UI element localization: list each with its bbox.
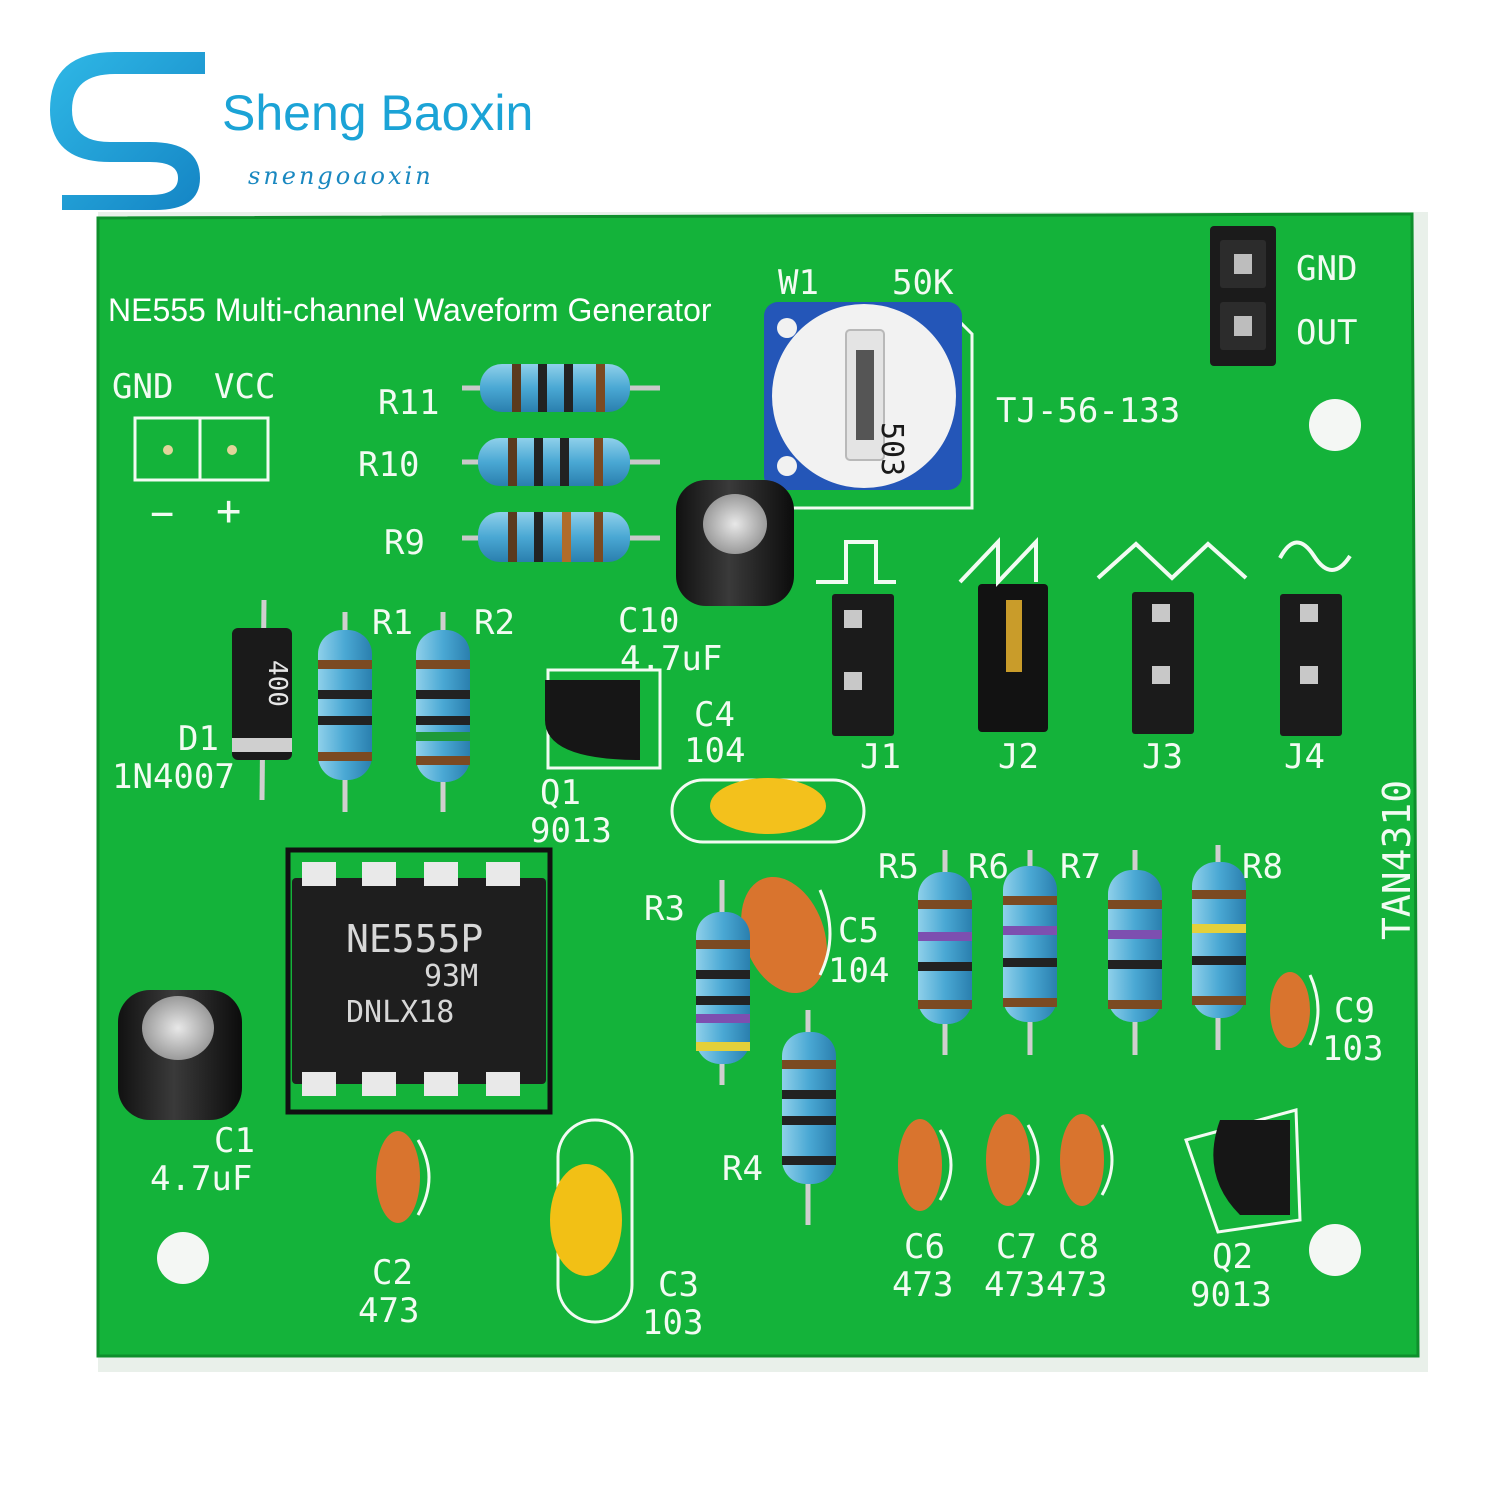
pot-label: W1 (778, 263, 819, 303)
c7-label: C7 (996, 1227, 1037, 1267)
transistor-q2 (1184, 1108, 1302, 1234)
q1-value: 9013 (530, 811, 612, 851)
j1-label: J1 (860, 737, 901, 777)
output-header (1210, 226, 1276, 366)
diode-d1 (232, 599, 292, 801)
ic-lot: DNLX18 (346, 995, 455, 1030)
c9-value: 103 (1322, 1029, 1384, 1069)
resistor-r6 (1003, 850, 1057, 1055)
pot-value: 50K (892, 263, 954, 303)
r4-label: R4 (722, 1149, 763, 1189)
brand-subtitle: snengoaoxin (248, 162, 434, 190)
brand-name: Sheng Baoxin (222, 85, 534, 141)
r1-label: R1 (372, 603, 413, 643)
capacitor-c10 (676, 480, 794, 606)
board-model: TAN4310 (1375, 779, 1419, 940)
square-wave-icon (816, 540, 896, 584)
power-gnd-label: GND (112, 367, 174, 407)
r3-label: R3 (644, 889, 685, 929)
r9-label: R9 (384, 523, 425, 563)
resistor-r11 (462, 364, 660, 412)
q2-value: 9013 (1190, 1275, 1272, 1315)
c6-label: C6 (904, 1227, 945, 1267)
sawtooth-wave-icon (958, 536, 1038, 588)
ceramic-capacitors (376, 876, 1310, 1223)
ic-code: 93M (424, 959, 479, 994)
r11-label: R11 (378, 383, 440, 423)
sine-wave-icon (1278, 540, 1352, 572)
board-title: NE555 Multi-channel Waveform Generator (108, 292, 712, 328)
j4-label: J4 (1284, 737, 1325, 777)
d1-part: 1N4007 (112, 757, 235, 797)
r5-label: R5 (878, 847, 919, 887)
output-out-label: OUT (1296, 313, 1358, 353)
j3-label: J3 (1142, 737, 1183, 777)
brand-logo-icon (50, 52, 205, 210)
c10-label: C10 (618, 601, 680, 641)
c5-value: 104 (828, 951, 890, 991)
c3-label: C3 (658, 1265, 699, 1305)
c2-label: C2 (372, 1253, 413, 1293)
c6-value: 473 (892, 1265, 954, 1305)
capacitor-c3 (550, 1118, 634, 1324)
resistor-r9 (462, 512, 660, 562)
d1-label: D1 (178, 719, 219, 759)
pot-marking: 503 (874, 422, 909, 477)
ne555-chip (285, 847, 553, 1115)
waveform-icons (816, 536, 1352, 588)
power-vcc-label: VCC (214, 367, 276, 407)
c3-value: 103 (642, 1303, 704, 1343)
r7-label: R7 (1060, 847, 1101, 887)
d1-marking: 400 (262, 660, 292, 707)
c5-label: C5 (838, 911, 879, 951)
r2-label: R2 (474, 603, 515, 643)
r10-label: R10 (358, 445, 420, 485)
resistor-r1 (318, 612, 372, 812)
ceramic-outline (416, 889, 1320, 1216)
c1-value: 4.7uF (150, 1159, 253, 1199)
c4-value: 104 (684, 731, 746, 771)
c10-value: 4.7uF (620, 639, 723, 679)
potentiometer (764, 302, 974, 510)
resistor-r10 (462, 438, 660, 486)
resistor-r7 (1108, 850, 1162, 1055)
c9-label: C9 (1334, 991, 1375, 1031)
c8-label: C8 (1058, 1227, 1099, 1267)
resistor-r2 (416, 612, 470, 812)
power-minus-label: − (150, 491, 175, 537)
transistor-q1 (545, 668, 662, 770)
q2-label: Q2 (1212, 1237, 1253, 1277)
c2-value: 473 (358, 1291, 420, 1331)
capacitor-c1 (118, 990, 242, 1120)
power-pads (133, 416, 270, 482)
resistor-r8 (1192, 845, 1246, 1050)
part-number: TJ-56-133 (996, 391, 1181, 431)
ic-name: NE555P (346, 917, 484, 961)
c8-value: 473 (1046, 1265, 1108, 1305)
resistor-r4 (782, 1010, 836, 1225)
jumper-headers (832, 584, 1342, 736)
r6-label: R6 (968, 847, 1009, 887)
c7-value: 473 (984, 1265, 1046, 1305)
c1-label: C1 (214, 1121, 255, 1161)
q1-label: Q1 (540, 773, 581, 813)
power-plus-label: + (216, 486, 242, 535)
c4-label: C4 (694, 695, 735, 735)
j2-label: J2 (998, 737, 1039, 777)
triangle-wave-icon (1096, 541, 1248, 581)
r8-label: R8 (1242, 847, 1283, 887)
output-gnd-label: GND (1296, 249, 1358, 289)
resistor-r5 (918, 850, 972, 1055)
resistor-r3 (696, 880, 750, 1085)
capacitor-c4 (670, 778, 866, 844)
